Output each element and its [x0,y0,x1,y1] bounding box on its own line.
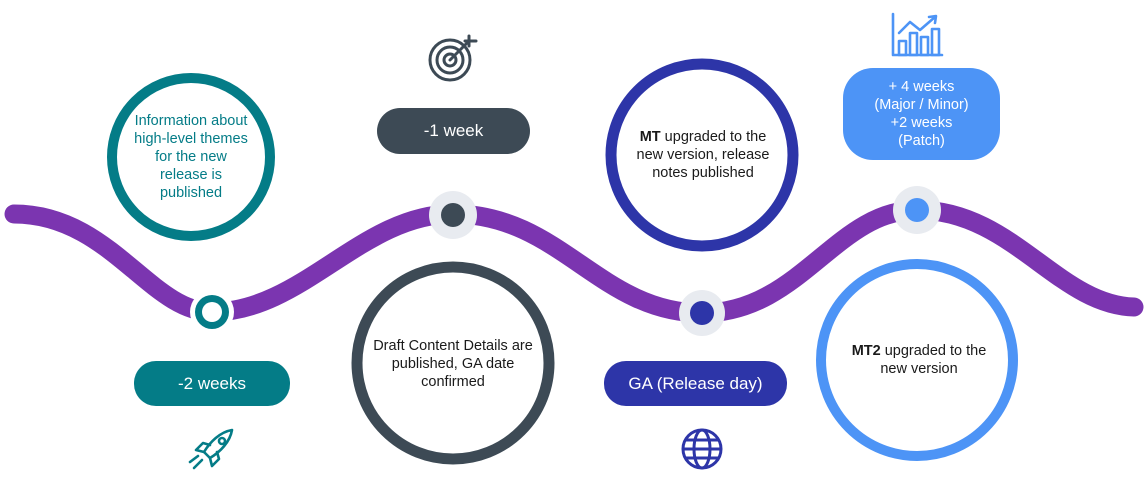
milestone-circle-minus-1-week [351,261,555,465]
pill-minus-2-weeks: -2 weeks [177,373,247,393]
rocket-icon [188,428,234,470]
milestone-circle-ga [605,58,799,252]
growth-chart-icon [891,12,944,57]
pill-ga-bg [604,361,787,406]
pill-plus-4-weeks: + 4 weeks (Major / Minor) +2 weeks (Patc… [874,79,969,149]
milestone-circle-plus-4-weeks [816,259,1018,461]
pill-minus-1-week-bg [377,108,530,154]
pill-minus-1-week: -1 week [423,121,484,140]
globe-icon [681,428,723,470]
pill-minus-2-weeks-bg [134,361,290,406]
pill-plus-4-weeks-bg [843,68,1000,160]
milestone-description-minus-1-week: Draft Content Details are published, GA … [373,338,533,390]
milestone-description-plus-4-weeks: MT2 upgraded to the new version [851,343,987,377]
target-icon [428,34,478,82]
pill-ga: GA (Release day) [628,373,763,393]
milestone-description-minus-2-weeks: Information about high-level themes for … [134,113,248,201]
milestone-circle-minus-2-weeks [107,73,275,241]
milestone-description-ga: MT upgraded to the new version, release … [636,129,770,181]
